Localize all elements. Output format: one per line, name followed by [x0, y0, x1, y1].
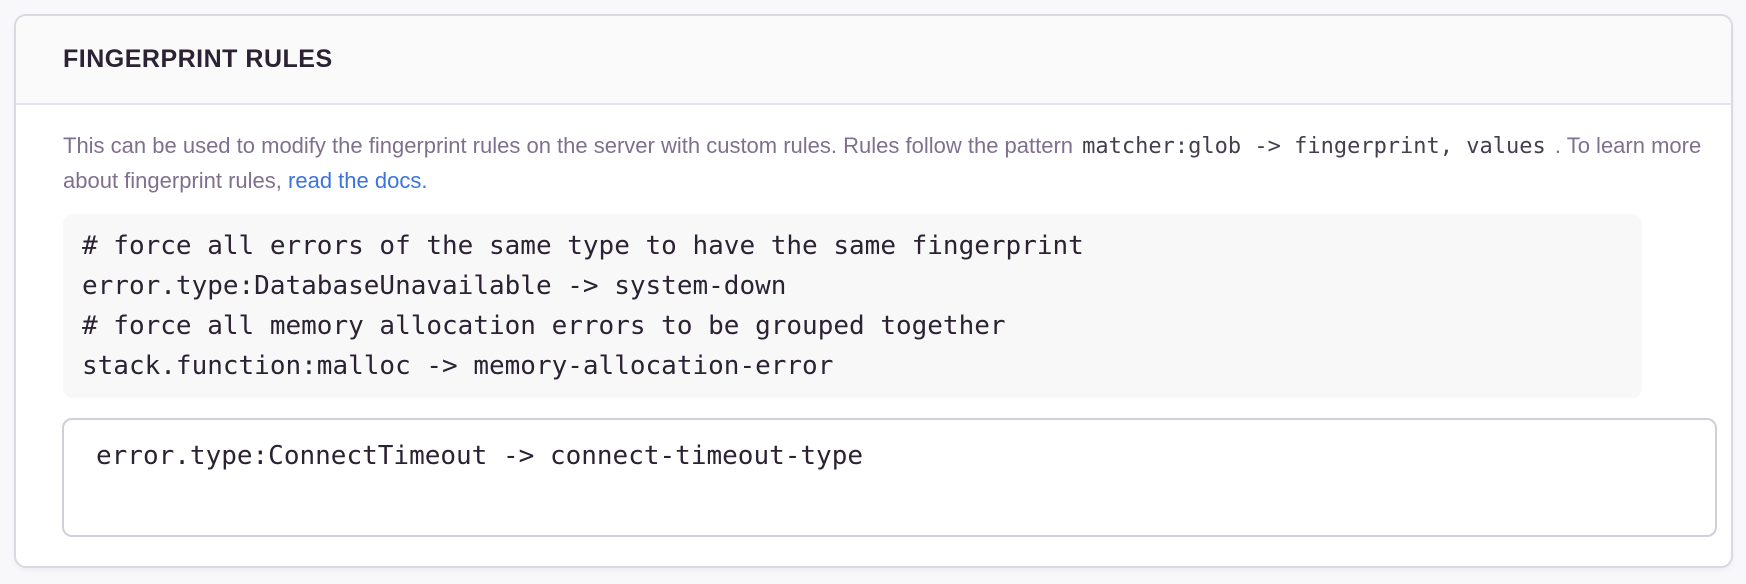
panel-title: FINGERPRINT RULES — [63, 45, 333, 73]
panel-header: FINGERPRINT RULES — [16, 16, 1731, 105]
read-the-docs-link[interactable]: read the docs. — [288, 168, 428, 193]
fingerprint-rules-panel: FINGERPRINT RULES This can be used to mo… — [14, 14, 1733, 568]
fingerprint-rules-input[interactable]: error.type:ConnectTimeout -> connect-tim… — [62, 418, 1717, 537]
pattern-inline-code: matcher:glob -> fingerprint, values — [1082, 134, 1546, 159]
example-code-block: # force all errors of the same type to h… — [63, 214, 1642, 398]
description-text-before: This can be used to modify the fingerpri… — [63, 133, 1080, 158]
field-description: This can be used to modify the fingerpri… — [63, 129, 1703, 198]
panel-body: This can be used to modify the fingerpri… — [16, 105, 1731, 566]
description-text-after: . To learn more about fingerprint rules, — [63, 133, 1702, 193]
